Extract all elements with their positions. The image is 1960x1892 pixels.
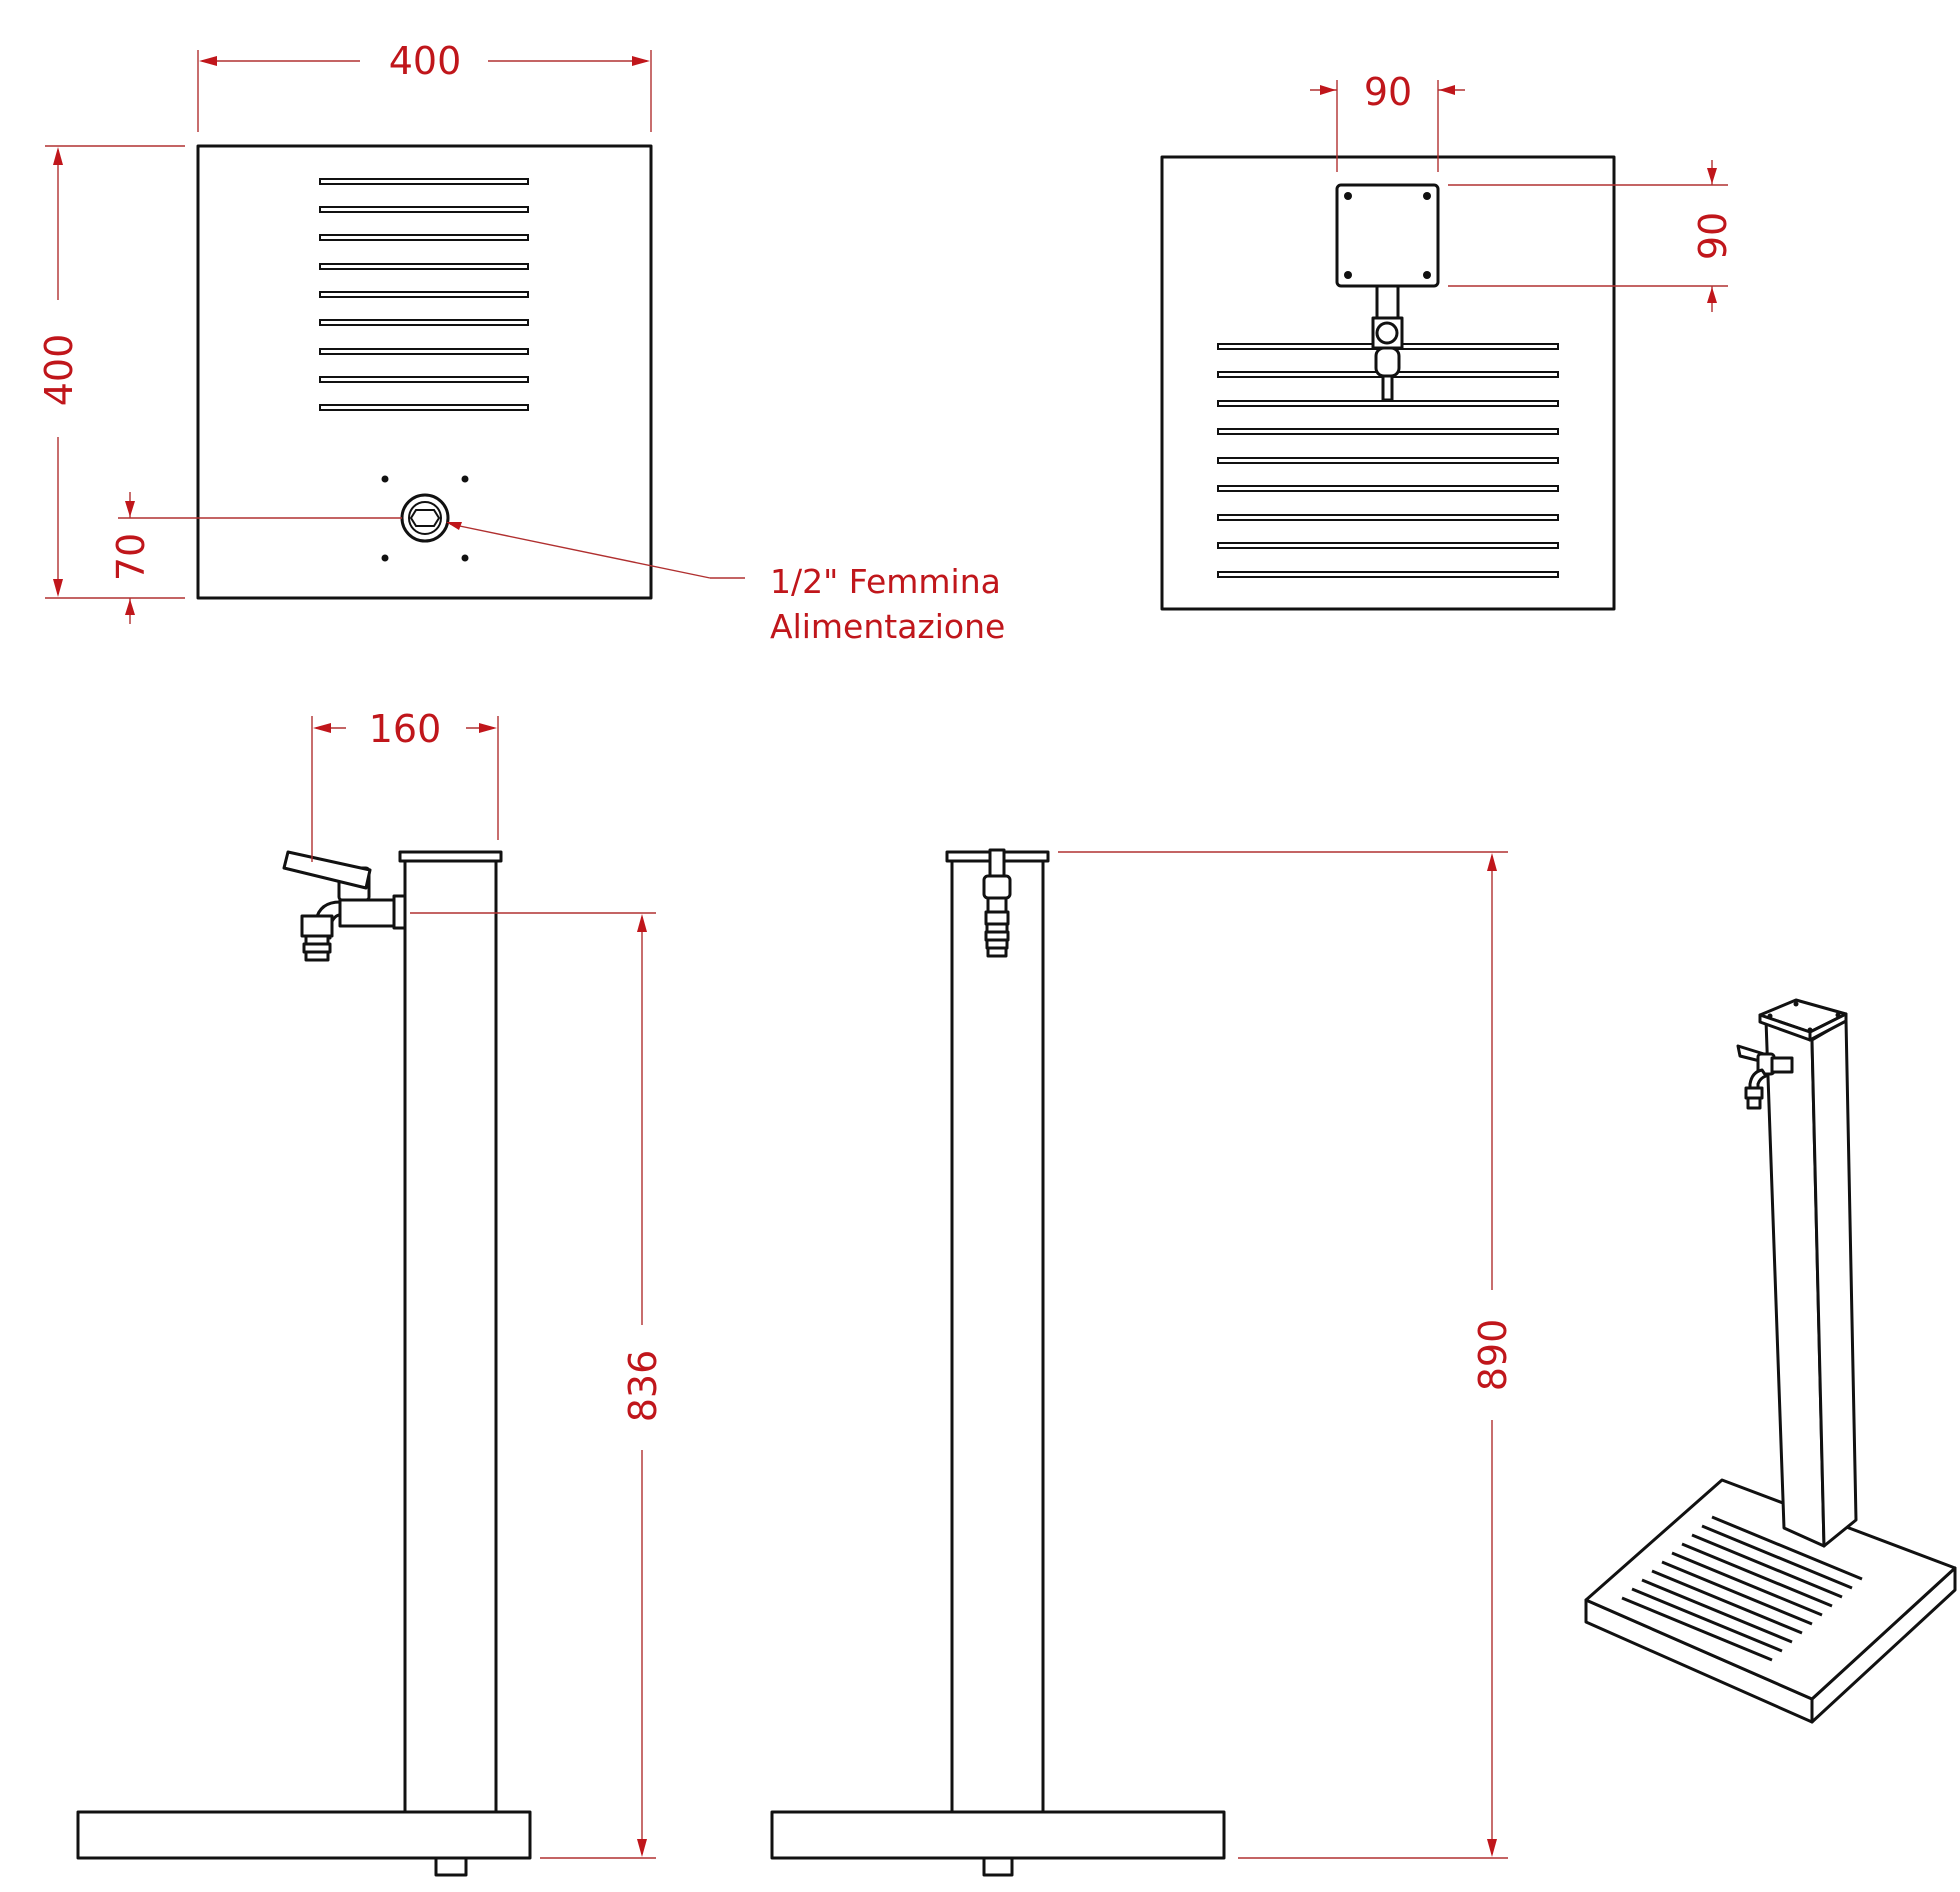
iso-tap — [1736, 1044, 1794, 1110]
side-cap — [398, 850, 503, 863]
note-line-1: 1/2" Femmina — [770, 562, 1001, 601]
dim-label-inlet: 70 — [109, 533, 153, 581]
dim-label-plate-width: 90 — [1364, 70, 1412, 114]
dim-inlet-70: 70 — [109, 492, 402, 624]
inlet-note: 1/2" Femmina Alimentazione — [446, 522, 1005, 646]
front-base — [770, 1810, 1226, 1860]
dim-depth-400: 400 — [37, 145, 185, 599]
bottom-view: 400 400 70 1/2" Femmina Alimentaz — [37, 39, 1005, 646]
dim-label-depth: 400 — [37, 334, 81, 407]
top-plate — [1335, 183, 1440, 288]
front-inlet-nipple — [982, 1856, 1014, 1877]
inlet-fitting — [381, 475, 469, 562]
side-column — [403, 859, 498, 1814]
dim-total-height-890: 890 — [1058, 851, 1515, 1859]
dim-label-plate-height: 90 — [1691, 212, 1735, 260]
base-top-outline — [1160, 155, 1616, 611]
dim-column-160: 160 — [311, 707, 499, 862]
side-view: 160 836 — [76, 707, 665, 1877]
dim-label-column: 160 — [369, 707, 442, 751]
iso-cap-side — [1808, 1012, 1848, 1042]
side-tap — [282, 850, 407, 962]
dim-plate-height-90: 90 — [1448, 160, 1735, 312]
isometric-view — [1584, 998, 1957, 1724]
dim-tap-height-836: 836 — [410, 912, 665, 1859]
dim-width-400: 400 — [197, 39, 652, 132]
top-view: 90 90 — [1160, 70, 1735, 611]
dim-label-tap-height: 836 — [621, 1350, 665, 1423]
side-base — [76, 1810, 532, 1860]
front-column — [950, 859, 1045, 1814]
iso-grate-slats — [1621, 1515, 1863, 1662]
dim-plate-width-90: 90 — [1310, 70, 1465, 172]
drain-slats — [319, 178, 529, 411]
dim-label-total-height: 890 — [1471, 1319, 1515, 1392]
front-view: 890 — [770, 848, 1515, 1877]
dim-label-width: 400 — [389, 39, 462, 83]
tap-top-view — [1371, 284, 1404, 402]
base-outline — [196, 144, 653, 600]
side-inlet-nipple — [434, 1856, 468, 1877]
iso-base-top — [1584, 1478, 1957, 1701]
note-line-2: Alimentazione — [770, 607, 1005, 646]
front-tap — [982, 848, 1012, 958]
